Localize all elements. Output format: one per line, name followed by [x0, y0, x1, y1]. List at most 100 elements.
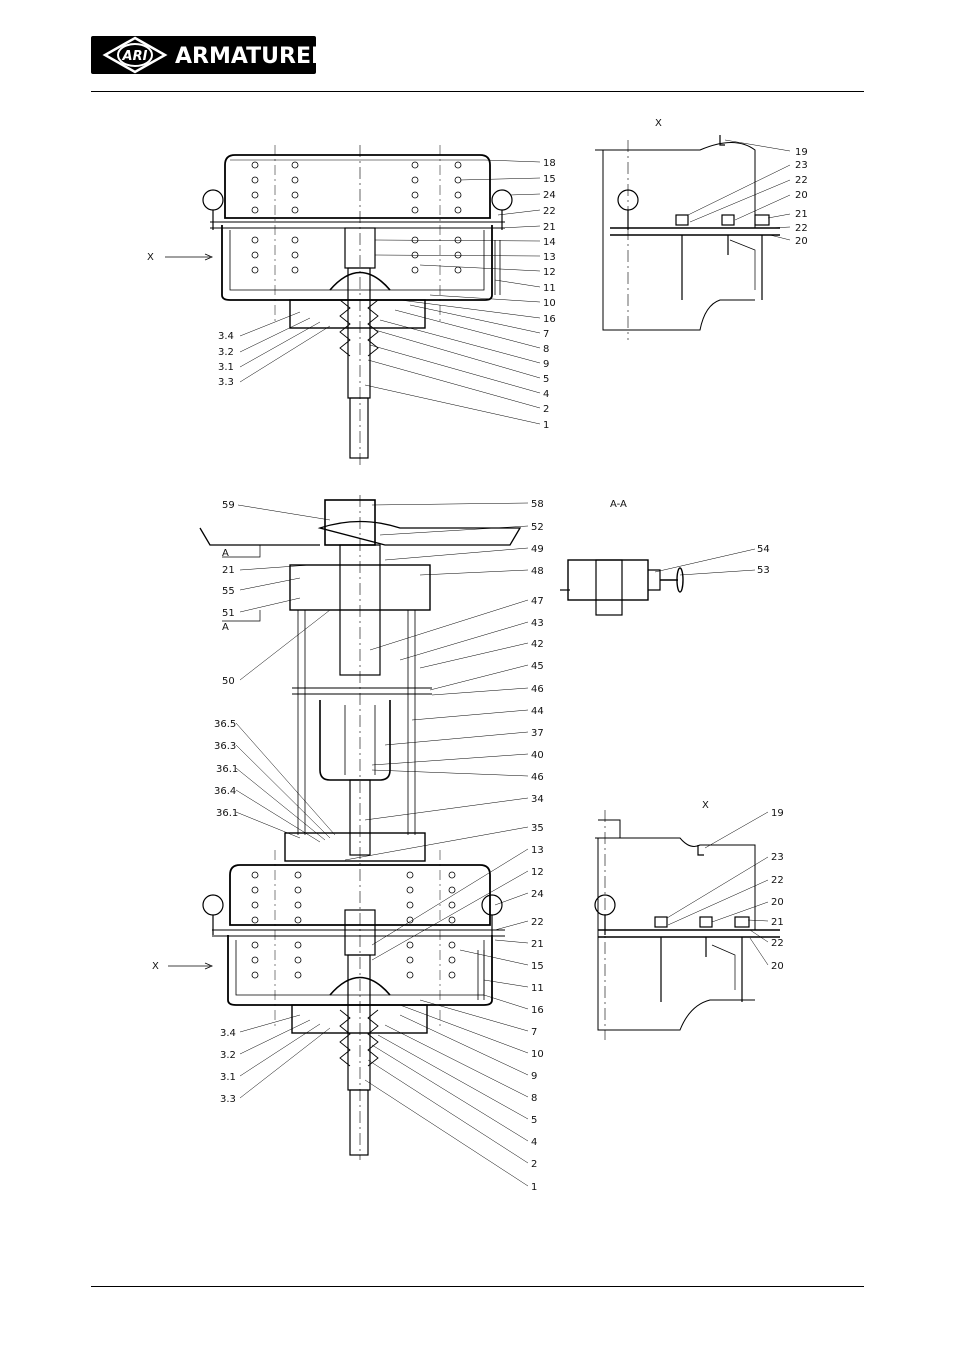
label: 3.4: [220, 1028, 236, 1039]
label: 21: [222, 565, 235, 576]
label: 59: [222, 500, 235, 511]
detail-title: X: [655, 118, 662, 129]
top-detail-leaders: [688, 140, 790, 240]
label: 22: [795, 175, 808, 186]
label: 49: [531, 544, 544, 555]
label: 47: [531, 596, 544, 607]
label: 20: [795, 236, 808, 247]
detail-title: X: [702, 800, 709, 811]
label: 36.1: [216, 764, 238, 775]
label: 3.2: [218, 347, 234, 358]
label: 34: [531, 794, 544, 805]
label: 19: [795, 147, 808, 158]
label: 13: [531, 845, 544, 856]
label: 9: [543, 359, 549, 370]
label: 40: [531, 750, 544, 761]
label: 3.1: [220, 1072, 236, 1083]
label: 20: [771, 897, 784, 908]
label: 7: [543, 329, 549, 340]
label: 45: [531, 661, 544, 672]
label: 13: [543, 252, 556, 263]
label: 44: [531, 706, 544, 717]
label: 1: [543, 420, 549, 431]
label: 15: [543, 174, 556, 185]
label: 37: [531, 728, 544, 739]
top-assembly-labels: X 18 15 24 22 21 14 13 12 11 10 16 7 8 9…: [147, 158, 556, 431]
label: 22: [531, 917, 544, 928]
label: 22: [543, 206, 556, 217]
label: 21: [795, 209, 808, 220]
top-actuator-drawing: [165, 145, 512, 465]
label: 16: [531, 1005, 544, 1016]
top-detail-x-drawing: [595, 135, 780, 340]
label: 3.1: [218, 362, 234, 373]
section-aa-labels: A-A 54 53: [610, 499, 770, 576]
label: 3.3: [218, 377, 234, 388]
label: 50: [222, 676, 235, 687]
label: 21: [543, 222, 556, 233]
label: 14: [543, 237, 556, 248]
label: 52: [531, 522, 544, 533]
label: 12: [543, 267, 556, 278]
label: 36.3: [214, 741, 236, 752]
label: 15: [531, 961, 544, 972]
label: 24: [531, 889, 544, 900]
label: 23: [771, 852, 784, 863]
label: 18: [543, 158, 556, 169]
label: A: [222, 548, 229, 559]
label: 5: [543, 374, 549, 385]
label: 16: [543, 314, 556, 325]
label: A: [222, 622, 229, 633]
section-aa-leaders: [655, 549, 755, 575]
label: 7: [531, 1027, 537, 1038]
label: 10: [543, 298, 556, 309]
label: 42: [531, 639, 544, 650]
label: 36.1: [216, 808, 238, 819]
label: 46: [531, 684, 544, 695]
label: 58: [531, 499, 544, 510]
label: 4: [531, 1137, 537, 1148]
label: 10: [531, 1049, 544, 1060]
label: 55: [222, 586, 235, 597]
label: 22: [771, 875, 784, 886]
label: 23: [795, 160, 808, 171]
label: 43: [531, 618, 544, 629]
label: 54: [757, 544, 770, 555]
bottom-leader-lines: [236, 503, 528, 1186]
section-aa-drawing: [560, 560, 683, 615]
bottom-view-marker: X: [152, 961, 159, 972]
label: 3.3: [220, 1094, 236, 1105]
label: 1: [531, 1182, 537, 1193]
label: 9: [531, 1071, 537, 1082]
label: 48: [531, 566, 544, 577]
label: 51: [222, 608, 235, 619]
label: 5: [531, 1115, 537, 1126]
label: 21: [771, 917, 784, 928]
label: 21: [531, 939, 544, 950]
label: 36.5: [214, 719, 236, 730]
label: 11: [543, 283, 556, 294]
label: 2: [543, 404, 549, 415]
label: 53: [757, 565, 770, 576]
label: 19: [771, 808, 784, 819]
top-view-marker: X: [147, 252, 154, 263]
label: 4: [543, 389, 549, 400]
label: 3.2: [220, 1050, 236, 1061]
label: 8: [531, 1093, 537, 1104]
label: 24: [543, 190, 556, 201]
label: 20: [771, 961, 784, 972]
bottom-detail-leaders: [667, 812, 768, 965]
label: 22: [795, 223, 808, 234]
label: 11: [531, 983, 544, 994]
label: 35: [531, 823, 544, 834]
label: 2: [531, 1159, 537, 1170]
label: 8: [543, 344, 549, 355]
label: 3.4: [218, 331, 234, 342]
label: 20: [795, 190, 808, 201]
label: 22: [771, 938, 784, 949]
label: 46: [531, 772, 544, 783]
bottom-detail-x-drawing: [595, 810, 780, 1040]
label: 12: [531, 867, 544, 878]
label: 36.4: [214, 786, 236, 797]
